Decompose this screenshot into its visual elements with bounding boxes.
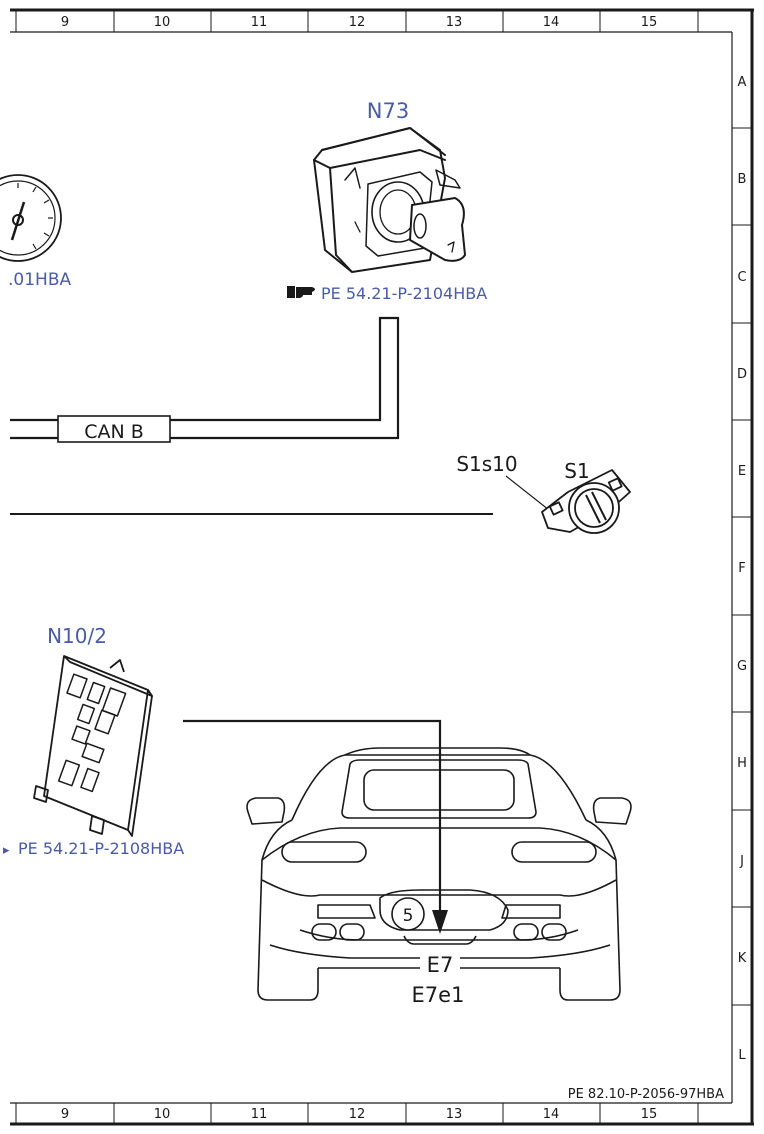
row-label: D [737, 367, 747, 382]
col-label: 10 [154, 1107, 171, 1122]
callout-number: 5 [403, 906, 414, 926]
s1-code: S1 [564, 459, 589, 483]
gauge-ref: .01HBA [8, 270, 71, 290]
row-label: C [737, 270, 746, 285]
can-bus-lines [10, 316, 400, 440]
row-ruler [732, 127, 752, 1006]
s1s10-leader [505, 475, 550, 511]
hand-pointer-icon [287, 286, 315, 298]
n10-2-pointer-fragment: ▸ [3, 843, 10, 858]
signal-arrow [183, 719, 448, 934]
row-label: K [738, 951, 747, 966]
col-label: 13 [446, 15, 463, 30]
row-label: B [738, 172, 747, 187]
col-label: 10 [154, 15, 171, 30]
ignition-switch-icon [313, 127, 466, 273]
col-label: 15 [641, 15, 658, 30]
col-label: 13 [446, 1107, 463, 1122]
document-reference: PE 82.10-P-2056-97HBA [568, 1087, 724, 1102]
row-label: E [738, 464, 746, 479]
border-frame [10, 8, 754, 1126]
col-label: 9 [61, 15, 69, 30]
row-labels: A B C D E F G H J K L [737, 75, 747, 1063]
column-labels-bottom: 9 10 11 12 13 14 15 [61, 1107, 657, 1122]
n10-2-code: N10/2 [47, 624, 107, 648]
col-label: 11 [251, 15, 268, 30]
light-switch-icon [541, 469, 631, 534]
row-label: G [737, 659, 747, 674]
s1s10-code: S1s10 [456, 452, 517, 476]
row-label: A [738, 75, 747, 90]
can-label: CAN B [84, 421, 144, 443]
column-labels-top: 9 10 11 12 13 14 15 [61, 15, 657, 30]
col-label: 15 [641, 1107, 658, 1122]
row-label: L [738, 1048, 746, 1063]
e7-label: E7 [427, 953, 454, 977]
col-label: 12 [349, 1107, 366, 1122]
column-ruler-bottom [15, 1103, 699, 1124]
callout-circle [391, 897, 425, 931]
n10-2-ref[interactable]: PE 54.21-P-2108HBA [18, 839, 184, 858]
col-label: 12 [349, 15, 366, 30]
row-label: H [737, 756, 747, 771]
n73-ref[interactable]: PE 54.21-P-2104HBA [321, 284, 487, 303]
e7-label-bg [420, 950, 460, 974]
sam-module-icon [33, 655, 153, 837]
row-label: F [738, 561, 745, 576]
column-ruler-top [15, 10, 699, 32]
n73-code: N73 [367, 99, 409, 123]
gauge-icon [0, 174, 62, 262]
col-label: 14 [543, 15, 560, 30]
col-label: 9 [61, 1107, 69, 1122]
col-label: 11 [251, 1107, 268, 1122]
e7e1-label: E7e1 [412, 983, 465, 1007]
row-label: J [739, 854, 744, 869]
col-label: 14 [543, 1107, 560, 1122]
can-label-box [57, 415, 171, 443]
